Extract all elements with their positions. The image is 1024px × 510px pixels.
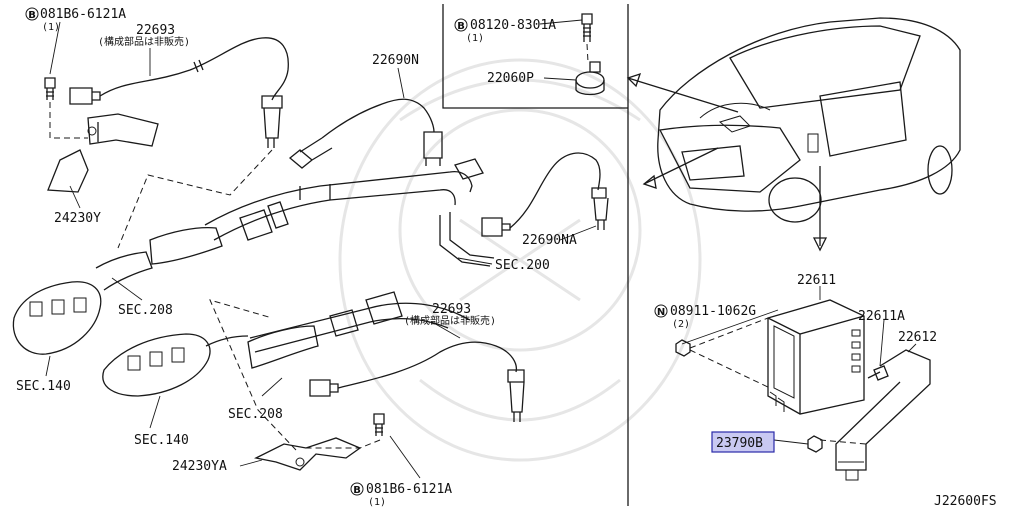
bracket-24230ya[interactable]	[254, 437, 362, 471]
exhaust-pipe-lower	[249, 302, 471, 353]
note-22693-top: (構成部品は非販売)	[98, 35, 190, 48]
inset-frame	[442, 4, 628, 109]
leader-lines	[45, 19, 917, 479]
sensor-22693-mid[interactable]	[309, 341, 525, 422]
label-sec200: SEC.200	[495, 258, 550, 273]
ecm-22611[interactable]	[767, 299, 865, 415]
highlight-23790b[interactable]: 23790B	[711, 431, 775, 453]
bolt-inset[interactable]	[581, 13, 593, 42]
badge-b-top-left: B	[25, 7, 39, 21]
svg-text:N: N	[657, 307, 665, 318]
svg-text:B: B	[353, 485, 361, 496]
label-22690na: 22690NA	[522, 233, 577, 248]
bolt-bottom[interactable]	[373, 413, 385, 436]
qty-bolt-inset: (1)	[466, 33, 484, 44]
bracket-24230y[interactable]	[47, 113, 159, 193]
sensor-22690na[interactable]	[481, 152, 609, 237]
label-bolt-top-left: 081B6-6121A	[40, 7, 126, 22]
catalyst-upper	[149, 201, 289, 265]
label-22690n: 22690N	[372, 53, 419, 68]
svg-text:B: B	[28, 10, 36, 21]
badge-b-bottom: B	[350, 482, 364, 496]
svg-text:B: B	[457, 21, 465, 32]
label-24230y: 24230Y	[54, 211, 101, 226]
manifold-sec140-mid	[102, 333, 249, 397]
badge-n-right: N	[654, 304, 668, 318]
nut-23790b[interactable]	[807, 435, 823, 453]
label-22611a: 22611A	[858, 309, 905, 324]
label-sec140-left: SEC.140	[16, 379, 71, 394]
label-bolt-inset: 08120-8301A	[470, 18, 556, 33]
qty-bolt-bottom: (1)	[368, 497, 386, 508]
label-22693-mid: 22693	[432, 302, 471, 317]
label-22612: 22612	[898, 330, 937, 345]
label-sec208-mid: SEC.208	[228, 407, 283, 422]
sensor-22693-top[interactable]	[69, 37, 289, 148]
label-24230ya: 24230YA	[172, 459, 227, 474]
pipe-sec200	[439, 212, 495, 267]
label-22611: 22611	[797, 273, 836, 288]
vehicle-locator-illustration	[657, 17, 961, 223]
label-sec140-mid: SEC.140	[134, 433, 189, 448]
bolt-top-left[interactable]	[44, 77, 56, 100]
locator-arrows	[626, 72, 828, 252]
nut-08911[interactable]	[675, 339, 691, 357]
diagram-code: J22600FS	[934, 494, 997, 509]
manifold-sec140-left	[12, 251, 153, 355]
note-22693-mid: (構成部品は非販売)	[404, 314, 496, 327]
qty-bolt-top-left: (1)	[42, 22, 60, 33]
label-bolt-bottom: 081B6-6121A	[366, 482, 452, 497]
catalyst-lower	[247, 291, 403, 369]
sensor-22690n[interactable]	[288, 98, 443, 169]
exhaust-pipe-upper	[204, 158, 484, 241]
bolt-22611a[interactable]	[867, 365, 889, 381]
label-nut-08911: 08911-1062G	[670, 304, 756, 319]
bracket-22612[interactable]	[835, 349, 931, 481]
qty-nut-08911: (2)	[672, 319, 690, 330]
label-23790b[interactable]: 23790B	[716, 436, 763, 451]
badge-b-inset: B	[454, 18, 468, 32]
label-22693-top: 22693	[136, 23, 175, 38]
label-sec208-top: SEC.208	[118, 303, 173, 318]
label-22060p: 22060P	[487, 71, 534, 86]
